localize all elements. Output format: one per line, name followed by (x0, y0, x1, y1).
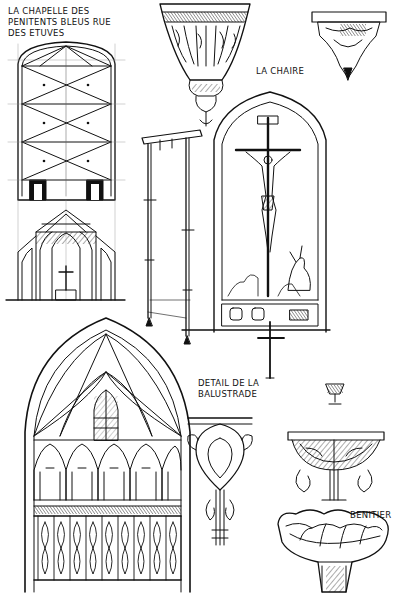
standing-cross (258, 322, 284, 378)
balustrade-post (181, 516, 182, 580)
balustrade-detail (188, 418, 253, 545)
iron-frame (142, 130, 202, 344)
sketch-label: DETAIL DE LA BALUSTRADE (198, 378, 290, 400)
floor-plan (8, 42, 125, 300)
sketch-title: LA CHAPELLE DES PENITENTS BLEUS RUE DES … (8, 6, 120, 39)
crucifixion-niche (182, 92, 330, 332)
sketch-label: LA CHAIRE (256, 66, 304, 77)
corbel-bracket (312, 12, 386, 80)
interior-arch (25, 318, 190, 592)
balustrade-scroll (102, 516, 113, 580)
balustrade-scroll (150, 516, 161, 580)
balustrade-scroll (118, 516, 129, 580)
benitier-shell (278, 510, 388, 592)
balustrade-ornament (288, 432, 384, 500)
balustrade-scroll (134, 516, 145, 580)
balustrade-scroll (86, 516, 97, 580)
balustrade-scroll (54, 516, 65, 580)
small-chalice (326, 384, 344, 404)
pulpit-chaire (160, 4, 250, 126)
sketch-label: BENITIER (350, 510, 391, 521)
balustrade-scroll (38, 516, 49, 580)
section-elevation (6, 210, 125, 300)
balustrade-scroll (166, 516, 177, 580)
balustrade-scroll (70, 516, 81, 580)
